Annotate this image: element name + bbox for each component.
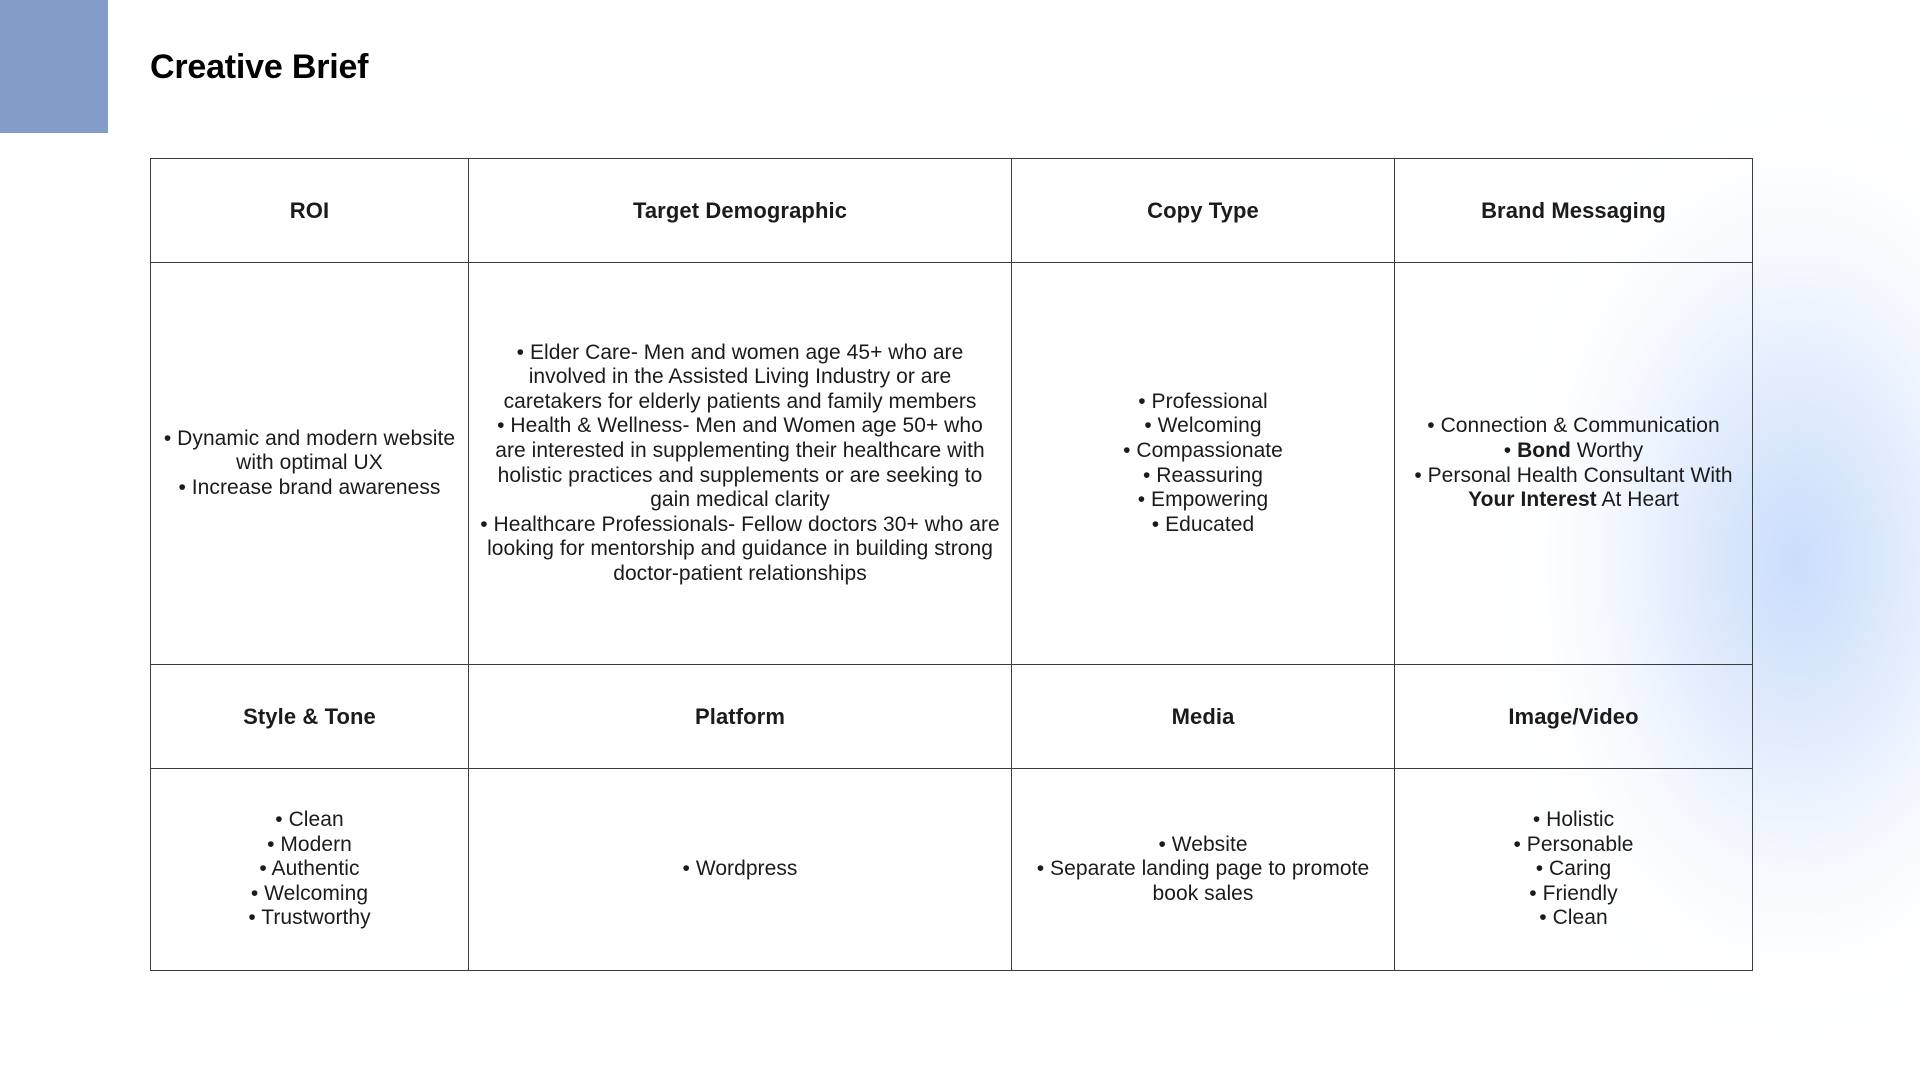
- brand-messaging-line-1: • Connection & Communication: [1427, 414, 1720, 438]
- brand-messaging-line-3: • Personal Health Consultant With Your I…: [1405, 464, 1742, 513]
- table-row: • Clean • Modern • Authentic • Welcoming…: [150, 768, 1753, 971]
- cell-style-tone: • Clean • Modern • Authentic • Welcoming…: [150, 768, 469, 971]
- header-image-video: Image/Video: [1394, 664, 1753, 769]
- cell-platform: • Wordpress: [468, 768, 1012, 971]
- cell-roi: • Dynamic and modern website with optima…: [150, 262, 469, 665]
- cell-copy-type: • Professional • Welcoming • Compassiona…: [1011, 262, 1395, 665]
- header-brand-messaging: Brand Messaging: [1394, 158, 1753, 263]
- table-row: • Dynamic and modern website with optima…: [150, 262, 1753, 665]
- header-roi: ROI: [150, 158, 469, 263]
- cell-media: • Website • Separate landing page to pro…: [1011, 768, 1395, 971]
- page-title: Creative Brief: [150, 48, 369, 86]
- header-platform: Platform: [468, 664, 1012, 769]
- text-consultant-with: • Personal Health Consultant With: [1414, 463, 1739, 487]
- creative-brief-table: ROI Target Demographic Copy Type Brand M…: [150, 158, 1753, 971]
- cell-image-video: • Holistic • Personable • Caring • Frien…: [1394, 768, 1753, 971]
- accent-corner-block: [0, 0, 108, 133]
- text-worthy: Worthy: [1570, 438, 1644, 462]
- header-style-tone: Style & Tone: [150, 664, 469, 769]
- table-header-row-1: ROI Target Demographic Copy Type Brand M…: [150, 158, 1753, 263]
- header-copy-type: Copy Type: [1011, 158, 1395, 263]
- bullet-prefix: •: [1503, 438, 1518, 462]
- cell-target-demographic: • Elder Care- Men and women age 45+ who …: [468, 262, 1012, 665]
- bold-bond: Bond: [1517, 438, 1571, 462]
- table-header-row-2: Style & Tone Platform Media Image/Video: [150, 664, 1753, 769]
- header-media: Media: [1011, 664, 1395, 769]
- brand-messaging-line-2: • Bond Worthy: [1405, 439, 1742, 464]
- bold-your-interest: Your Interest: [1468, 488, 1597, 512]
- text-at-heart: At Heart: [1596, 488, 1679, 512]
- header-target-demographic: Target Demographic: [468, 158, 1012, 263]
- cell-brand-messaging: • Connection & Communication • Bond Wort…: [1394, 262, 1753, 665]
